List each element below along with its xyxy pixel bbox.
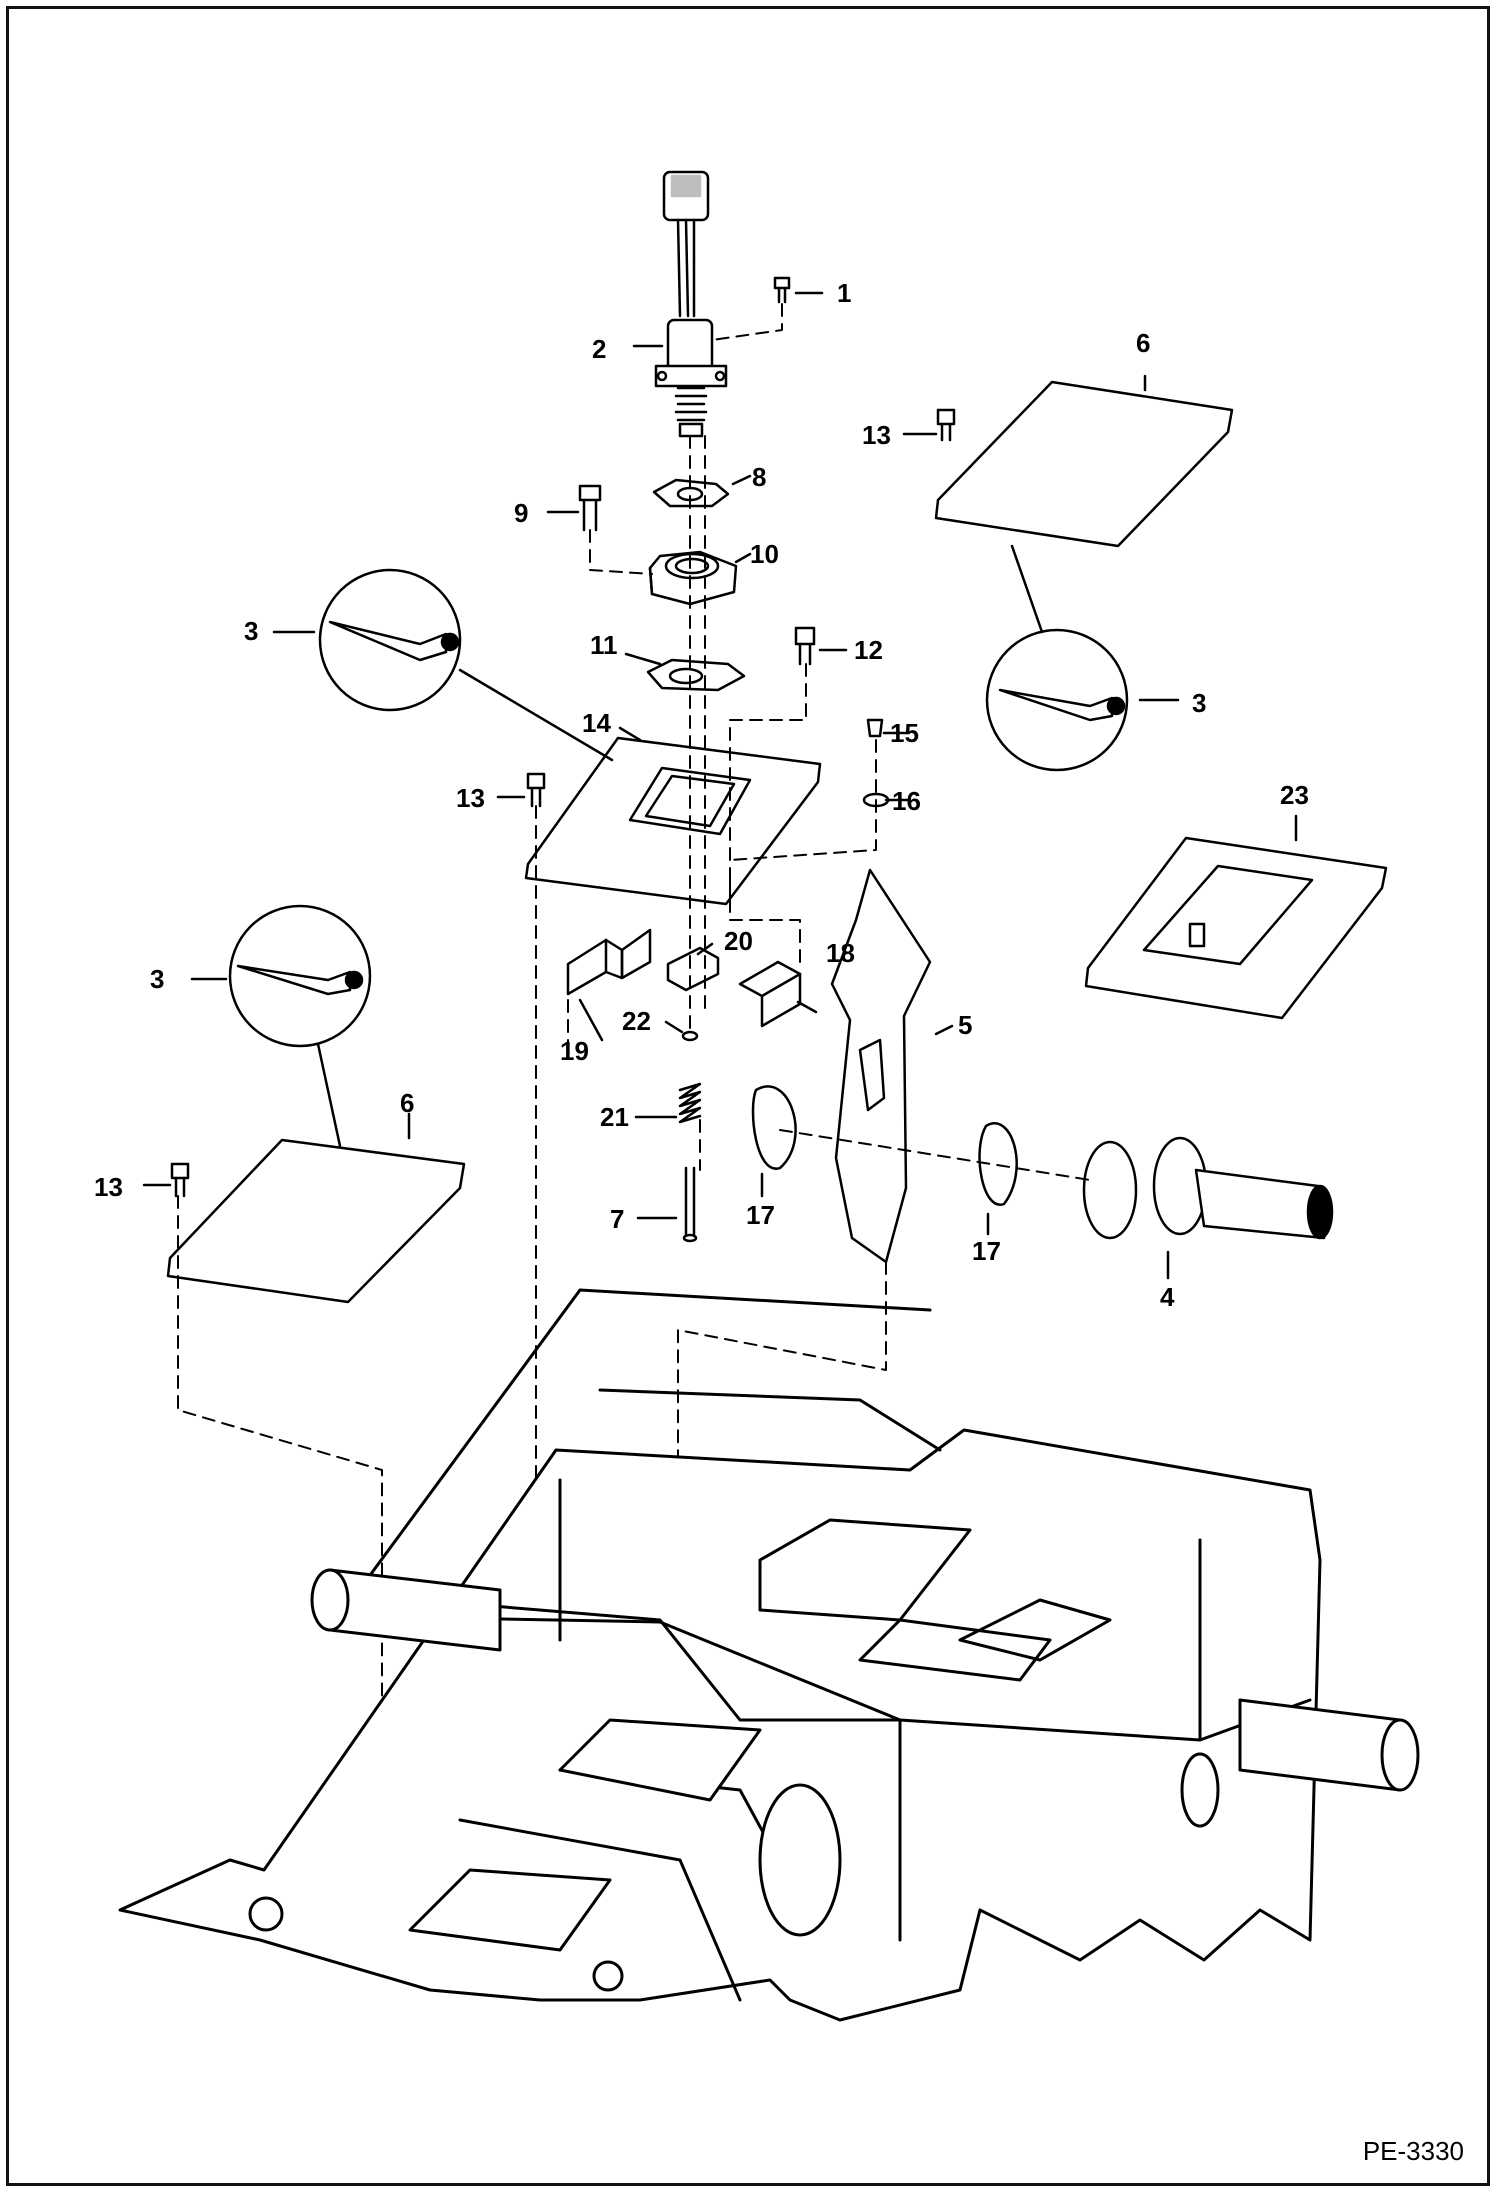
callout-label: 3: [244, 616, 259, 646]
bolt-part: [794, 626, 816, 666]
callout-label: 3: [150, 964, 165, 994]
washer-part: [681, 1030, 699, 1042]
callout-label: 12: [854, 635, 883, 665]
bolt-part: [170, 1162, 190, 1198]
callout-label: 2: [592, 334, 607, 364]
figure-id: PE-3330: [1362, 2136, 1464, 2166]
block-part: [738, 960, 802, 1028]
callout-label: 23: [1280, 780, 1309, 810]
callout-label: 14: [582, 708, 611, 738]
bolt-part: [773, 276, 791, 304]
callout-label: 22: [622, 1006, 651, 1036]
callout-label: 1: [837, 278, 852, 308]
callout-label: 17: [746, 1200, 775, 1230]
retaining-ring-part: [978, 1122, 1018, 1206]
callout-label: 17: [972, 1236, 1001, 1266]
callout-label: 11: [590, 630, 618, 660]
gasket-part: [652, 478, 730, 508]
spring-part: [678, 1082, 702, 1124]
callout-label: 13: [94, 1172, 123, 1202]
callout-label: 18: [826, 938, 855, 968]
fitting-part: [866, 718, 884, 738]
cover-plate-part: [166, 1138, 466, 1304]
machine-frame: [118, 1288, 1420, 2022]
callout-label: 5: [958, 1010, 973, 1040]
callout-label: 6: [1136, 328, 1151, 358]
callout-label: 8: [752, 462, 767, 492]
bolt-part: [936, 408, 956, 442]
callout-label: 20: [724, 926, 753, 956]
mounting-plate-part: [1084, 836, 1388, 1020]
callout-label: 15: [890, 718, 919, 748]
valve-block-part: [648, 550, 738, 606]
bolt-part: [526, 772, 546, 808]
solenoid-part: [654, 170, 728, 438]
callout-label: 13: [456, 783, 485, 813]
retaining-ring-part: [751, 1085, 797, 1170]
callout-label: 6: [400, 1088, 415, 1118]
pin-part: [682, 1166, 698, 1243]
lubricant-tube-illustration: [318, 568, 462, 712]
callout-label: 10: [750, 539, 779, 569]
sprocket-shaft-part: [1082, 1136, 1334, 1240]
callout-label: 3: [1192, 688, 1207, 718]
callout-label: 21: [600, 1102, 629, 1132]
lubricant-tube-illustration: [985, 628, 1129, 772]
block-part: [566, 928, 652, 996]
bolt-part: [578, 484, 602, 532]
callout-label: 16: [892, 786, 921, 816]
mounting-plate-part: [524, 736, 822, 906]
callout-label: 19: [560, 1036, 589, 1066]
gasket-part: [646, 658, 746, 692]
lubricant-tube-illustration: [228, 904, 372, 1048]
callout-label: 4: [1160, 1282, 1175, 1312]
cover-plate-part: [934, 380, 1234, 548]
callout-label: 13: [862, 420, 891, 450]
callout-label: 9: [514, 498, 529, 528]
key-part: [666, 946, 720, 992]
callout-label: 7: [610, 1204, 625, 1234]
